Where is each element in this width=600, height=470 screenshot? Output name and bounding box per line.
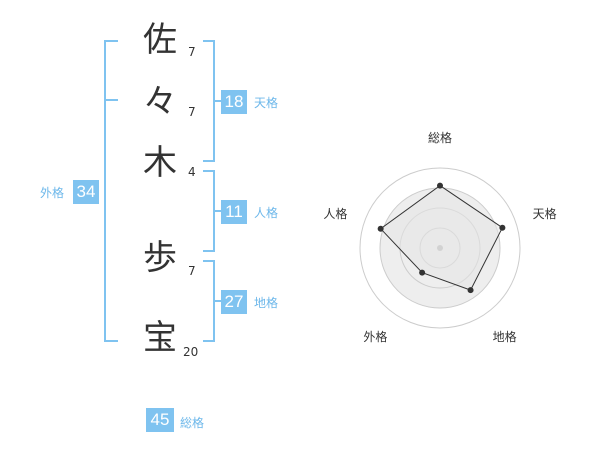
tenkaku-value-badge: 18 bbox=[221, 90, 247, 114]
gaikaku-value-badge: 34 bbox=[73, 180, 99, 204]
radar-point-2 bbox=[499, 224, 506, 231]
name-char-5: 宝 bbox=[143, 318, 177, 358]
stroke-count-1: 7 bbox=[188, 45, 196, 59]
jinkaku-label: 人格 bbox=[254, 206, 279, 220]
radar-axis-label-2: 天格 bbox=[533, 206, 557, 221]
radar-axis-label-4: 外格 bbox=[363, 329, 387, 344]
stroke-count-4: 7 bbox=[188, 264, 196, 278]
gaikaku-bracket-mid-tick bbox=[104, 99, 118, 101]
tenkaku-bracket-tick bbox=[213, 100, 221, 102]
radar-axis-label-5: 人格 bbox=[323, 206, 347, 221]
jinkaku-bracket-tick bbox=[213, 210, 221, 212]
stroke-count-3: 4 bbox=[188, 165, 196, 179]
radar-axis-label-3: 地格 bbox=[493, 329, 517, 344]
radar-point-1 bbox=[437, 182, 443, 189]
radar-point-5 bbox=[377, 225, 384, 232]
jinkaku-value-badge: 11 bbox=[221, 200, 247, 224]
tenkaku-label: 天格 bbox=[254, 96, 279, 110]
name-char-4: 歩 bbox=[143, 238, 177, 278]
chikaku-value-badge: 27 bbox=[221, 290, 247, 314]
radar-data-polygon bbox=[379, 184, 504, 291]
radar-point-3 bbox=[467, 287, 474, 294]
radar-axis-label-1: 総格 bbox=[428, 130, 452, 145]
stroke-count-2: 7 bbox=[188, 105, 196, 119]
name-char-2: 々 bbox=[143, 82, 177, 122]
gaikaku-bracket bbox=[104, 40, 118, 342]
radar-ring-4 bbox=[359, 167, 521, 329]
soukaku-label: 総格 bbox=[180, 416, 205, 430]
soukaku-value-badge: 45 bbox=[146, 408, 174, 432]
stroke-count-5: 20 bbox=[183, 345, 199, 359]
name-char-3: 木 bbox=[143, 143, 177, 183]
radar-point-4 bbox=[419, 269, 426, 276]
gaikaku-label: 外格 bbox=[40, 186, 65, 200]
chikaku-bracket-tick bbox=[213, 300, 221, 302]
name-char-1: 佐 bbox=[143, 20, 177, 60]
chikaku-label: 地格 bbox=[254, 296, 279, 310]
